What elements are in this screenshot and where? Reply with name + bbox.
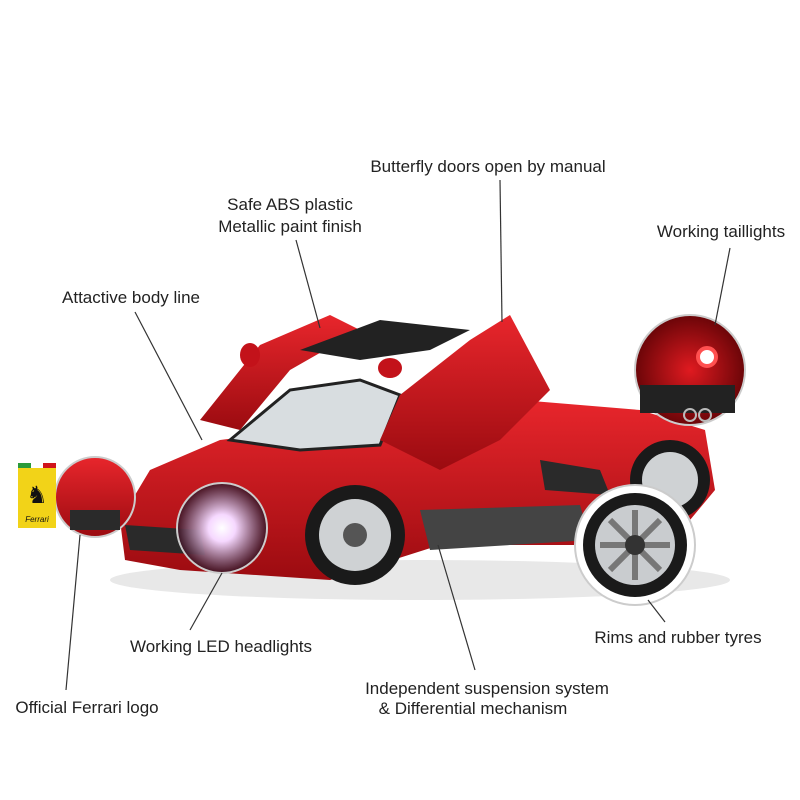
callout-rims: Rims and rubber tyres xyxy=(594,628,761,647)
callout-suspension-line1: Independent suspension system xyxy=(365,679,609,698)
callout-suspension-line2: & Differential mechanism xyxy=(379,699,568,718)
logo-brand-text: Ferrari xyxy=(25,515,49,524)
front-detail-circle xyxy=(54,456,136,538)
wheel-detail-circle xyxy=(574,484,696,606)
prancing-horse-icon: ♞ xyxy=(26,482,48,509)
front-wheel xyxy=(305,485,405,585)
taillight-detail-circle xyxy=(634,314,746,426)
car-illustration xyxy=(110,315,730,600)
callout-taillights: Working taillights xyxy=(657,222,785,241)
callout-plastic-line1: Safe ABS plastic xyxy=(227,195,353,214)
ferrari-logo: ♞ Ferrari xyxy=(18,463,56,528)
headlight-detail-circle xyxy=(176,482,268,574)
callout-logo: Official Ferrari logo xyxy=(15,698,158,717)
callout-headlights: Working LED headlights xyxy=(130,637,312,656)
leader-lines xyxy=(65,179,731,691)
callout-doors: Butterfly doors open by manual xyxy=(370,157,605,176)
callout-plastic-line2: Metallic paint finish xyxy=(218,217,362,236)
callout-body-line: Attactive body line xyxy=(62,288,200,307)
